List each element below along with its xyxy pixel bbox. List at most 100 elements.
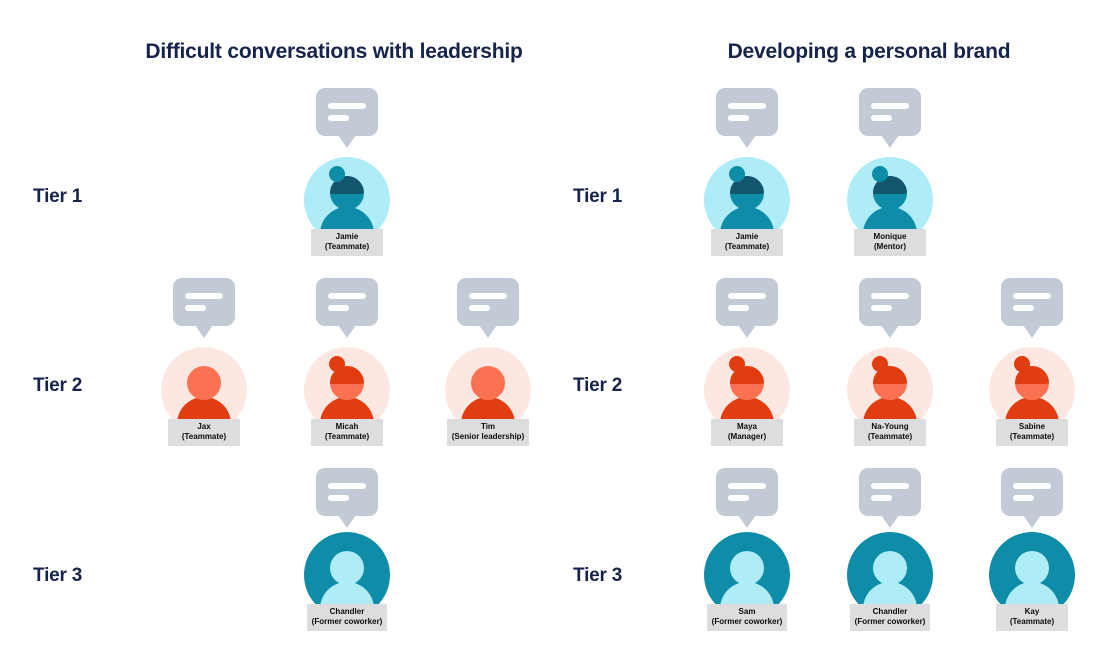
speech-bubble-node (989, 278, 1075, 338)
speech-bubble-tail (338, 515, 356, 528)
speech-bubble-line-1 (728, 293, 766, 299)
speech-bubble-line-1 (871, 293, 909, 299)
speech-bubble-line-2 (328, 115, 349, 121)
person-name: Micah (335, 422, 359, 431)
person-name: Kay (1024, 607, 1040, 616)
speech-bubble-line-2 (328, 495, 349, 501)
person-name-chip: Sabine(Teammate) (996, 419, 1068, 446)
person-avatar-icon (445, 347, 531, 433)
person-avatar-icon (847, 157, 933, 243)
speech-bubble-icon (173, 278, 235, 338)
person-node[interactable]: Chandler(Former coworker) (304, 532, 390, 631)
speech-bubble-line-2 (185, 305, 206, 311)
speech-bubble-node (161, 278, 247, 338)
speech-bubble-node (989, 468, 1075, 528)
speech-bubble-icon (716, 468, 778, 528)
person-node[interactable]: Tim(Senior leadership) (445, 347, 531, 446)
person-role: (Teammate) (181, 432, 227, 441)
speech-bubble-line-1 (328, 483, 366, 489)
person-role: (Former coworker) (711, 617, 783, 626)
person-node[interactable]: Jax(Teammate) (161, 347, 247, 446)
person-node[interactable]: Monique(Mentor) (847, 157, 933, 256)
speech-bubble-line-2 (728, 115, 749, 121)
panel-title-difficult-conversations: Difficult conversations with leadership (145, 40, 523, 63)
speech-bubble-node (847, 468, 933, 528)
speech-bubble-icon (316, 278, 378, 338)
speech-bubble-line-1 (185, 293, 223, 299)
person-name-chip: Jamie(Teammate) (711, 229, 783, 256)
avatar-head (330, 551, 364, 585)
speech-bubble-line-1 (871, 103, 909, 109)
speech-bubble-icon (859, 468, 921, 528)
speech-bubble-node (847, 88, 933, 148)
person-avatar-icon (989, 532, 1075, 618)
person-avatar-icon (304, 157, 390, 243)
person-node[interactable]: Sabine(Teammate) (989, 347, 1075, 446)
person-name-chip: Tim(Senior leadership) (446, 419, 530, 446)
person-node[interactable]: Chandler(Former coworker) (847, 532, 933, 631)
speech-bubble-line-1 (1013, 293, 1051, 299)
avatar-head (730, 551, 764, 585)
avatar-hair-bun (729, 356, 745, 372)
speech-bubble-line-2 (328, 305, 349, 311)
person-node[interactable]: Jamie(Teammate) (704, 157, 790, 256)
speech-bubble-line-2 (871, 495, 892, 501)
speech-bubble-tail (881, 515, 899, 528)
person-avatar-icon (304, 532, 390, 618)
speech-bubble-line-1 (728, 103, 766, 109)
speech-bubble-icon (1001, 278, 1063, 338)
speech-bubble-icon (316, 88, 378, 148)
person-role: (Mentor) (874, 242, 906, 251)
person-name-chip: Chandler(Former coworker) (849, 604, 931, 631)
avatar-head (187, 366, 221, 400)
speech-bubble-tail (881, 135, 899, 148)
avatar-hair-bun (329, 166, 345, 182)
speech-bubble-line-2 (871, 115, 892, 121)
speech-bubble-line-1 (469, 293, 507, 299)
speech-bubble-tail (738, 515, 756, 528)
person-name: Jamie (735, 232, 759, 241)
avatar-hair-bun (1014, 356, 1030, 372)
person-node[interactable]: Na-Young(Teammate) (847, 347, 933, 446)
speech-bubble-line-2 (871, 305, 892, 311)
avatar-hair-bun (872, 356, 888, 372)
speech-bubble-line-1 (728, 483, 766, 489)
person-name: Tim (480, 422, 496, 431)
person-name-chip: Sam(Former coworker) (706, 604, 788, 631)
avatar-hair-bun (729, 166, 745, 182)
person-name-chip: Jax(Teammate) (168, 419, 240, 446)
person-name-chip: Micah(Teammate) (311, 419, 383, 446)
person-role: (Senior leadership) (451, 432, 525, 441)
panel-title-personal-brand: Developing a personal brand (727, 40, 1011, 63)
person-role: (Teammate) (724, 242, 770, 251)
person-role: (Former coworker) (311, 617, 383, 626)
tier-label-difficult-conversations-1: Tier 1 (33, 186, 83, 207)
avatar-hair-bun (872, 166, 888, 182)
person-name: Sabine (1018, 422, 1046, 431)
speech-bubble-tail (338, 135, 356, 148)
speech-bubble-line-2 (728, 305, 749, 311)
person-name-chip: Jamie(Teammate) (311, 229, 383, 256)
speech-bubble-tail (479, 325, 497, 338)
speech-bubble-node (847, 278, 933, 338)
speech-bubble-icon (1001, 468, 1063, 528)
speech-bubble-tail (1023, 325, 1041, 338)
speech-bubble-tail (1023, 515, 1041, 528)
speech-bubble-line-1 (328, 293, 366, 299)
person-node[interactable]: Maya(Manager) (704, 347, 790, 446)
person-role: (Teammate) (867, 432, 913, 441)
person-node[interactable]: Micah(Teammate) (304, 347, 390, 446)
person-name: Chandler (872, 607, 908, 616)
speech-bubble-line-1 (1013, 483, 1051, 489)
person-node[interactable]: Sam(Former coworker) (704, 532, 790, 631)
speech-bubble-node (704, 278, 790, 338)
speech-bubble-tail (195, 325, 213, 338)
person-avatar-icon (989, 347, 1075, 433)
person-node[interactable]: Kay(Teammate) (989, 532, 1075, 631)
person-name: Jax (197, 422, 211, 431)
tier-label-personal-brand-3: Tier 3 (573, 565, 623, 586)
person-name-chip: Monique(Mentor) (854, 229, 926, 256)
person-node[interactable]: Jamie(Teammate) (304, 157, 390, 256)
speech-bubble-line-2 (469, 305, 490, 311)
